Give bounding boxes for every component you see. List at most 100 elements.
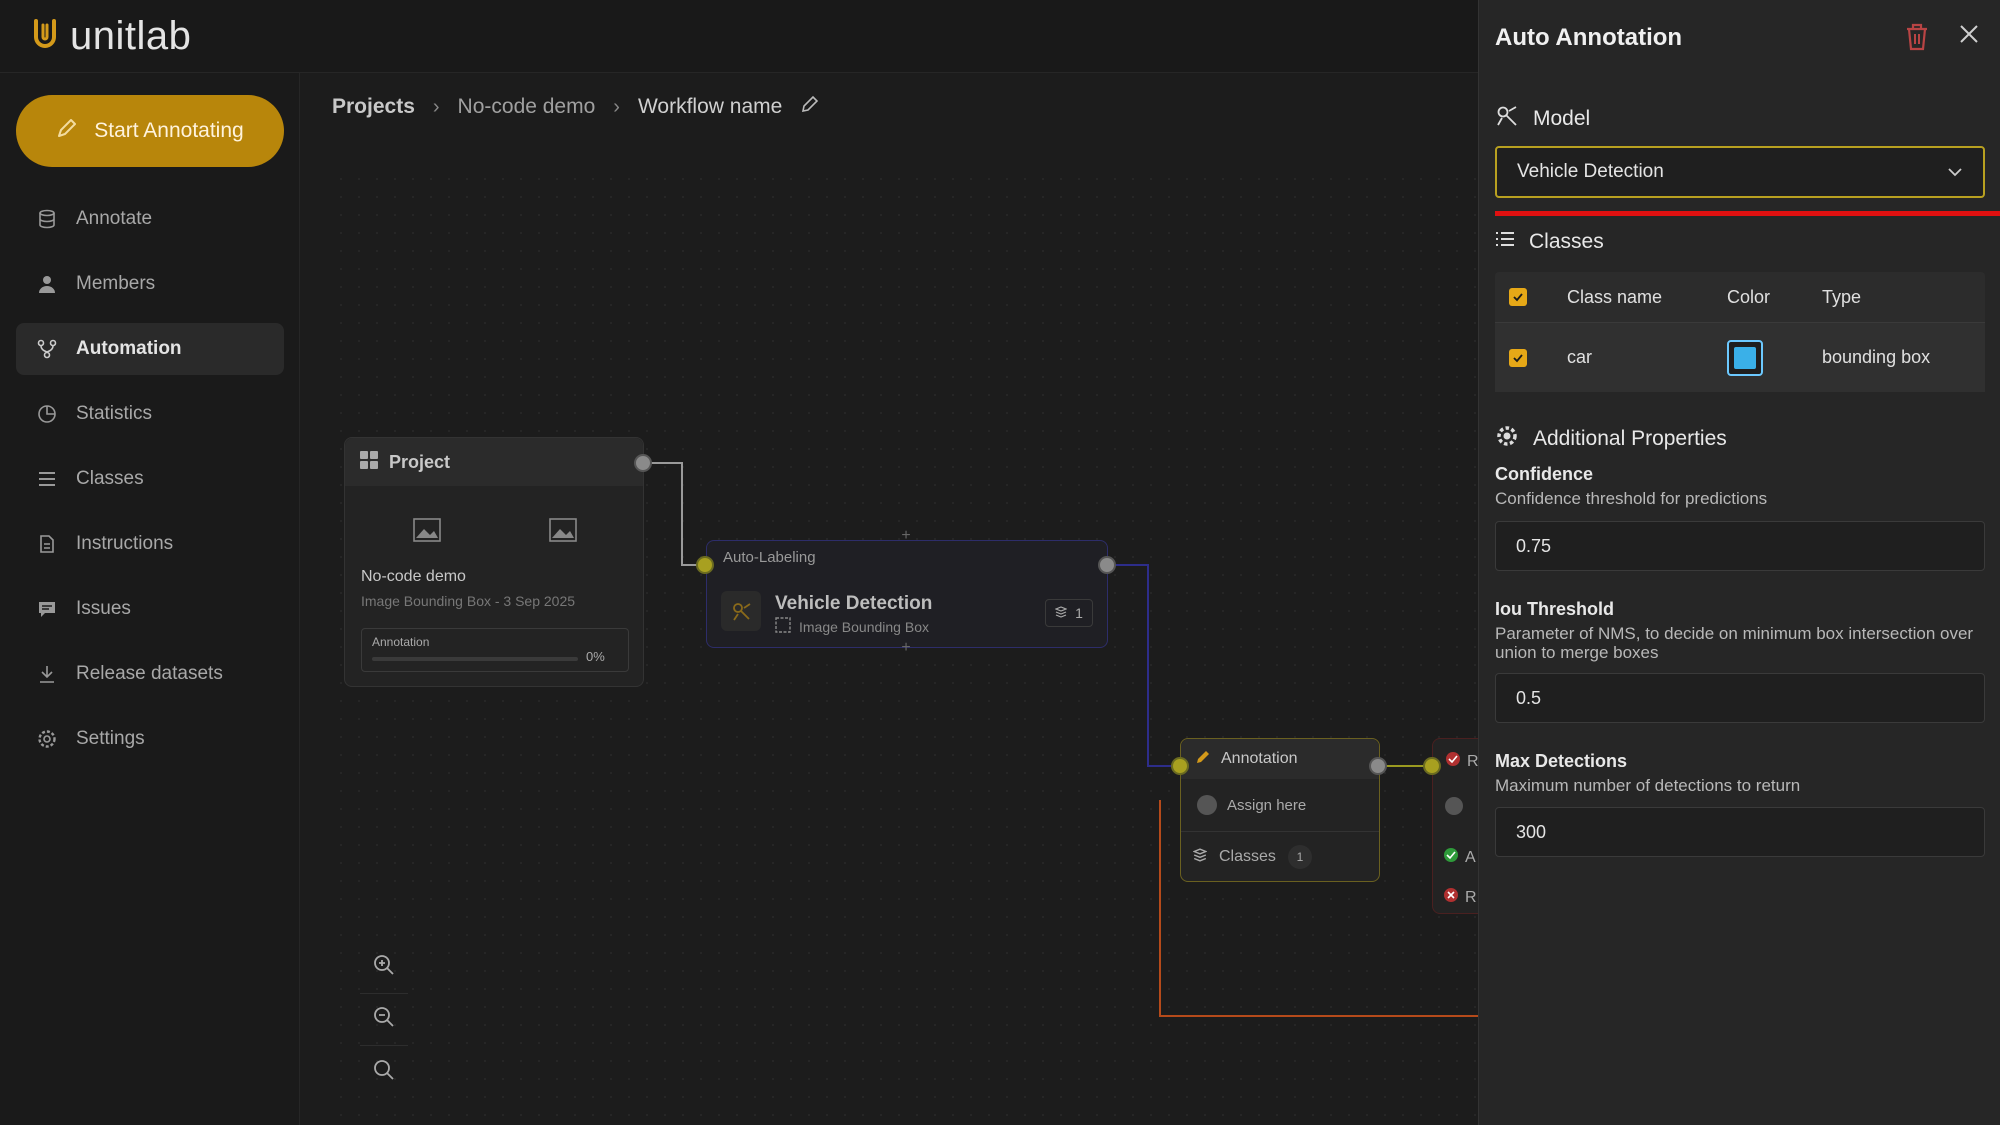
- class-color-cell: [1727, 339, 1822, 376]
- zoom-in-button[interactable]: [360, 942, 408, 994]
- review-input-port[interactable]: [1423, 757, 1441, 775]
- auto-labeling-header: Auto-Labeling: [723, 549, 816, 566]
- logo[interactable]: unitlab: [30, 14, 191, 59]
- progress-value: 0%: [586, 649, 605, 664]
- annotation-node-title: Annotation: [1221, 750, 1298, 767]
- classes-label: Classes: [1219, 848, 1276, 865]
- check-circle-icon: [1443, 847, 1459, 868]
- sidebar-item-label: Automation: [76, 338, 182, 359]
- chevron-right-icon: ›: [613, 95, 620, 118]
- class-name-cell: car: [1567, 347, 1593, 367]
- classes-count: 1: [1075, 605, 1083, 621]
- project-output-port[interactable]: [634, 454, 652, 472]
- layers-icon: [1054, 605, 1068, 621]
- row-checkbox[interactable]: [1509, 348, 1527, 367]
- sidebar-item-instructions[interactable]: Instructions: [16, 518, 284, 570]
- breadcrumb-workflow-name: Workflow name: [637, 95, 783, 118]
- table-row: car bounding box: [1495, 322, 1985, 392]
- zoom-controls: [360, 942, 408, 1098]
- column-header-type: Type: [1822, 286, 1862, 307]
- review-accept-label: A: [1465, 848, 1476, 866]
- auto-labeling-node[interactable]: Auto-Labeling Vehicle Detection Image Bo…: [706, 540, 1108, 648]
- sidebar-item-automation[interactable]: Automation: [16, 323, 284, 375]
- avatar-placeholder-icon: [1197, 795, 1217, 815]
- classes-count: 1: [1287, 845, 1312, 869]
- sidebar-item-settings[interactable]: Settings: [16, 713, 284, 765]
- annotation-node[interactable]: Annotation Assign here Classes 1: [1180, 738, 1380, 882]
- list-icon: [36, 468, 58, 490]
- select-all-checkbox[interactable]: [1509, 288, 1527, 306]
- edit-pencil-icon[interactable]: [800, 94, 820, 120]
- review-node-header: R: [1445, 751, 1479, 772]
- sidebar-item-release-datasets[interactable]: Release datasets: [16, 648, 284, 700]
- sidebar-item-annotate[interactable]: Annotate: [16, 193, 284, 245]
- auto-labeling-output-port[interactable]: [1098, 556, 1116, 574]
- model-select[interactable]: Vehicle Detection: [1495, 146, 1985, 198]
- progress-label: Annotation: [372, 635, 430, 649]
- fit-view-button[interactable]: [360, 1046, 408, 1098]
- sidebar-item-classes[interactable]: Classes: [16, 453, 284, 505]
- project-node-name: No-code demo: [361, 568, 466, 585]
- classes-row[interactable]: Classes 1: [1192, 845, 1312, 869]
- database-icon: [36, 208, 58, 230]
- sidebar-item-label: Settings: [76, 728, 145, 749]
- sidebar-item-label: Instructions: [76, 533, 174, 554]
- project-progress-box: Annotation 0%: [361, 628, 629, 672]
- annotation-node-header: Annotation: [1181, 739, 1379, 779]
- model-select-value: Vehicle Detection: [1517, 161, 1664, 182]
- pencil-icon: [1195, 749, 1211, 770]
- color-swatch[interactable]: [1727, 339, 1763, 376]
- layers-icon: [1192, 847, 1208, 867]
- close-button[interactable]: [1957, 22, 1981, 51]
- breadcrumb-project[interactable]: No-code demo: [457, 95, 596, 118]
- sidebar-item-label: Issues: [76, 598, 131, 619]
- annotation-input-port[interactable]: [1171, 757, 1189, 775]
- start-annotating-button[interactable]: Start Annotating: [16, 95, 284, 167]
- confidence-input[interactable]: 0.75: [1495, 521, 1985, 571]
- red-highlight-line: [1495, 211, 2000, 216]
- assign-row[interactable]: Assign here: [1197, 795, 1306, 815]
- model-icon: [721, 591, 761, 631]
- sidebar-item-members[interactable]: Members: [16, 258, 284, 310]
- logo-text: unitlab: [70, 14, 192, 58]
- column-header-color: Color: [1727, 286, 1771, 307]
- auto-labeling-subtitle: Image Bounding Box: [799, 618, 929, 635]
- auto-annotation-panel: Auto Annotation Model Vehicle Detection …: [1478, 0, 2000, 1125]
- bounding-box-icon: [775, 617, 791, 636]
- download-icon: [36, 663, 58, 685]
- confidence-description: Confidence threshold for predictions: [1495, 489, 1768, 508]
- classes-section-header: Classes: [1495, 230, 1604, 254]
- add-node-below-icon[interactable]: +: [901, 639, 911, 656]
- breadcrumb-projects[interactable]: Projects: [332, 95, 415, 118]
- auto-labeling-input-port[interactable]: [696, 556, 714, 574]
- start-annotating-label: Start Annotating: [94, 119, 244, 142]
- project-node[interactable]: Project No-code demo Image Bounding Box …: [344, 437, 644, 687]
- sidebar-item-statistics[interactable]: Statistics: [16, 388, 284, 440]
- auto-labeling-subtitle-row: Image Bounding Box: [775, 617, 929, 636]
- review-node-title: R: [1467, 752, 1479, 770]
- iou-threshold-input[interactable]: 0.5: [1495, 673, 1985, 723]
- message-icon: [36, 598, 58, 620]
- delete-button[interactable]: [1903, 22, 1931, 57]
- zoom-in-icon: [373, 954, 395, 981]
- trash-icon: [1903, 23, 1931, 56]
- list-icon: [1495, 230, 1515, 254]
- table-header-row: Class name Color Type: [1495, 272, 1985, 322]
- zoom-out-button[interactable]: [360, 994, 408, 1046]
- add-node-above-icon[interactable]: +: [901, 527, 911, 544]
- review-reject-row: R: [1443, 887, 1477, 908]
- max-detections-input[interactable]: 300: [1495, 807, 1985, 857]
- review-reject-label: R: [1465, 888, 1477, 906]
- classes-heading: Classes: [1529, 230, 1604, 253]
- max-detections-label: Max Detections: [1495, 751, 1628, 771]
- sidebar: Start Annotating Annotate Members Automa…: [0, 73, 300, 1125]
- document-icon: [36, 533, 58, 555]
- iou-threshold-label: Iou Threshold: [1495, 599, 1614, 619]
- assign-label: Assign here: [1227, 796, 1307, 814]
- sidebar-item-issues[interactable]: Issues: [16, 583, 284, 635]
- sidebar-item-label: Classes: [76, 468, 144, 489]
- grid-icon: [359, 450, 379, 475]
- sidebar-item-label: Annotate: [76, 208, 153, 229]
- annotation-output-port[interactable]: [1369, 757, 1387, 775]
- user-icon: [36, 273, 58, 295]
